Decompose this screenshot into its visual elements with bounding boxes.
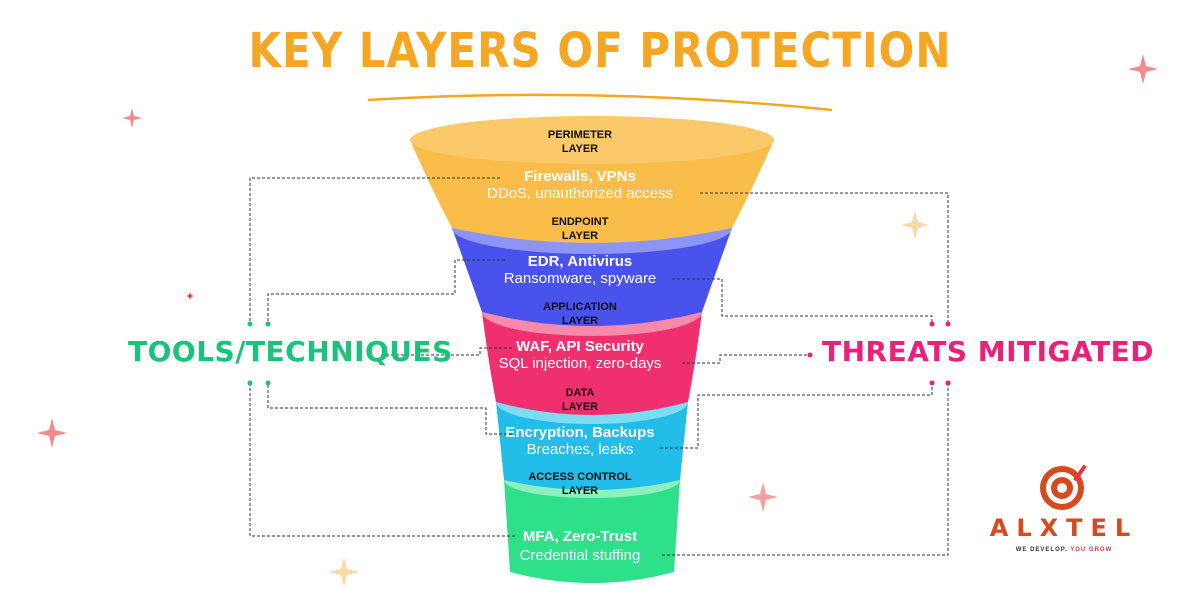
layer-tools-access-control: MFA, Zero-Trust bbox=[522, 528, 638, 545]
layer-tools-application: WAF, API Security bbox=[516, 338, 644, 355]
sparkle-icon bbox=[186, 292, 194, 300]
layer-title-application: APPLICATION LAYER bbox=[543, 301, 617, 327]
funnel-layer-endpoint bbox=[452, 228, 732, 326]
layer-threats-data: Breaches, leaks bbox=[526, 441, 634, 458]
threats-mitigated-label: THREATS MITIGATED bbox=[822, 335, 1154, 368]
page-title: KEY LAYERS OF PROTECTION bbox=[248, 22, 952, 79]
threats-connector-dots bbox=[807, 321, 951, 386]
layer-title-endpoint: ENDPOINT LAYER bbox=[551, 216, 609, 242]
threats-connectors bbox=[660, 192, 949, 556]
layer-title-access-control: ACCESS CONTROL LAYER bbox=[528, 471, 632, 497]
sparkle-icon bbox=[1128, 54, 1158, 84]
layer-tools-endpoint: EDR, Antivirus bbox=[527, 253, 633, 270]
logo-tagline-a: WE DEVELOP. bbox=[1015, 547, 1068, 553]
layer-threats-perimeter: DDoS, unauthorized access bbox=[487, 185, 673, 202]
layer-tools-perimeter: Firewalls, VPNs bbox=[524, 168, 636, 185]
alxtel-logo: ALXTEL WE DEVELOP. YOU GROW bbox=[974, 462, 1154, 562]
sparkle-decorations-gold bbox=[329, 211, 929, 587]
tools-connectors bbox=[249, 177, 515, 537]
layer-threats-access-control: Credential stuffing bbox=[519, 547, 641, 564]
target-icon bbox=[1040, 464, 1087, 510]
funnel-layer-perimeter bbox=[410, 140, 774, 243]
layer-title-data: DATA LAYER bbox=[561, 387, 599, 413]
connector-access-tools bbox=[249, 384, 515, 537]
layer-tools-data: Encryption, Backups bbox=[505, 424, 655, 441]
funnel-layer-access-control bbox=[504, 480, 680, 583]
connector-endpoint-threats bbox=[672, 278, 933, 322]
connector-perimeter-tools bbox=[249, 177, 500, 322]
funnel-top-perimeter bbox=[410, 116, 774, 164]
tools-connector-dots bbox=[247, 321, 389, 386]
sparkle-icon bbox=[748, 482, 778, 512]
sparkle-decorations bbox=[37, 54, 1158, 512]
funnel-layer-application bbox=[482, 312, 702, 415]
connector-perimeter-threats bbox=[700, 192, 949, 322]
connector-access-threats bbox=[662, 384, 949, 556]
logo-wordmark: ALXTEL bbox=[989, 514, 1139, 542]
layer-threats-application: SQL injection, zero-days bbox=[498, 355, 662, 372]
connector-endpoint-tools bbox=[267, 259, 505, 322]
connector-data-threats bbox=[660, 384, 933, 449]
title-underline bbox=[367, 93, 833, 112]
sparkle-icon bbox=[901, 211, 929, 239]
connector-data-tools bbox=[267, 384, 512, 435]
sparkle-icon bbox=[37, 418, 67, 448]
tools-techniques-label: TOOLS/TECHNIQUES bbox=[128, 335, 453, 368]
sparkle-icon bbox=[122, 108, 142, 128]
layer-title-perimeter: PERIMETER LAYER bbox=[547, 129, 613, 155]
logo-tagline: WE DEVELOP. YOU GROW bbox=[974, 547, 1154, 553]
sparkle-icon bbox=[329, 557, 359, 587]
layer-threats-endpoint: Ransomware, spyware bbox=[503, 270, 657, 287]
funnel-layer-data bbox=[496, 402, 688, 490]
connector-application-tools bbox=[386, 347, 512, 356]
connector-application-threats bbox=[682, 354, 810, 364]
logo-tagline-b: YOU GROW bbox=[1070, 547, 1113, 553]
